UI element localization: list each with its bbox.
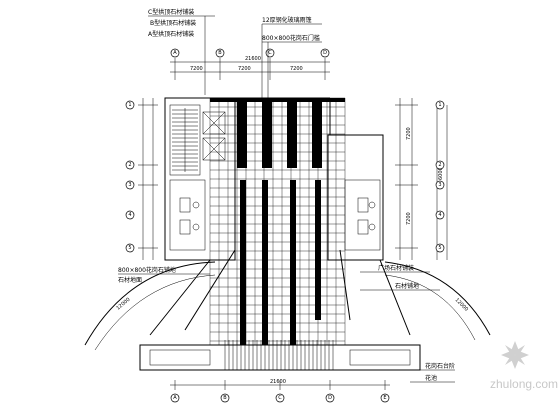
bottom-dimension-lines: 21600 — [170, 379, 390, 390]
dim-top-c: 7200 — [290, 66, 303, 72]
annotation-bottom-right-2: 花池 — [425, 374, 437, 382]
axis-bubble: D — [325, 393, 335, 403]
svg-text:E: E — [383, 395, 386, 401]
axis-bubble: 2 — [435, 160, 445, 170]
svg-text:1: 1 — [438, 102, 441, 108]
front-steps — [149, 249, 411, 336]
paving-band — [262, 180, 268, 345]
svg-text:2: 2 — [128, 162, 131, 168]
paving-band — [290, 180, 296, 345]
paving-band — [315, 180, 321, 320]
top-annotations: C型拱顶石材铺装 B型拱顶石材铺装 A型拱顶石材铺装 12厚钢化玻璃雨篷 800… — [148, 8, 322, 98]
axis-bubble: 1 — [125, 100, 135, 110]
paving-band — [287, 98, 297, 168]
svg-text:4: 4 — [438, 212, 441, 218]
axis-bubble: E — [380, 393, 390, 403]
svg-text:C: C — [268, 50, 272, 56]
restroom-right — [344, 179, 381, 251]
right-axis-bubbles: 1 2 3 4 5 — [435, 100, 445, 253]
axis-bubble: 3 — [435, 180, 445, 190]
dim-side-c: 7200 — [406, 212, 412, 225]
svg-text:3: 3 — [128, 182, 131, 188]
paving-grid — [209, 97, 346, 345]
axis-bubble: B — [220, 393, 230, 403]
annotation-bottom-left-2: 石材地面 — [118, 276, 142, 284]
svg-text:1: 1 — [128, 102, 131, 108]
watermark-logo — [501, 341, 529, 369]
svg-text:5: 5 — [128, 245, 131, 251]
dim-top-b: 7200 — [238, 66, 251, 72]
axis-bubble: 4 — [125, 210, 135, 220]
svg-text:B: B — [223, 395, 227, 401]
annotation-top-center-2: 800×800花岗石门槛 — [262, 34, 320, 42]
axis-bubble: A — [170, 48, 180, 58]
annotation-bottom-right-1: 花岗石台阶 — [425, 362, 455, 370]
axis-bubble: C — [265, 48, 275, 58]
svg-text:B: B — [218, 50, 222, 56]
left-dimension-lines — [138, 98, 158, 260]
svg-text:D: D — [328, 395, 332, 401]
annotation-top-left-2: B型拱顶石材铺装 — [150, 19, 196, 27]
paving-band — [210, 98, 345, 102]
restroom-left — [169, 179, 206, 251]
paving-band — [262, 98, 272, 168]
dim-arc-1: 12000 — [115, 297, 131, 312]
svg-text:D: D — [323, 50, 327, 56]
bottom-axis-bubbles: A B C D E — [170, 393, 390, 403]
svg-text:5: 5 — [438, 245, 441, 251]
axis-bubble: 4 — [435, 210, 445, 220]
annotation-top-left-1: C型拱顶石材铺装 — [148, 8, 194, 16]
annotation-top-center-1: 12厚钢化玻璃雨篷 — [262, 16, 312, 24]
watermark-text: zhulong.com — [490, 377, 558, 391]
annotation-bottom-left-1: 800×800花岗石铺地 — [118, 266, 176, 274]
dim-side-b: 6000 — [438, 167, 444, 180]
paving-band — [240, 180, 246, 345]
svg-text:A: A — [173, 50, 177, 56]
svg-text:C: C — [278, 395, 282, 401]
axis-bubble: A — [170, 393, 180, 403]
paving-band — [312, 98, 322, 168]
right-dimension-lines: 7200 6000 7200 — [395, 98, 448, 260]
axis-bubble: D — [320, 48, 330, 58]
axis-bubble: 5 — [435, 243, 445, 253]
axis-bubble: 3 — [125, 180, 135, 190]
annotation-top-left-3: A型拱顶石材铺装 — [148, 30, 194, 38]
left-axis-bubbles: 1 2 3 4 5 — [125, 100, 135, 253]
axis-bubble: 1 — [435, 100, 445, 110]
axis-bubble: 5 — [125, 243, 135, 253]
plaza-arcs: 12000 12000 — [84, 261, 491, 351]
dim-bottom-total: 21600 — [270, 379, 286, 385]
stair-core — [169, 104, 226, 176]
dim-side-a: 7200 — [406, 127, 412, 140]
top-dimension-lines: 21600 7200 7200 7200 — [170, 56, 330, 80]
side-annotations: 800×800花岗石铺地 石材地面 广场石材铺装 石材铺地 花岗石台阶 花池 — [118, 264, 455, 383]
svg-text:3: 3 — [438, 182, 441, 188]
dim-top-a: 7200 — [190, 66, 203, 72]
entrance-podium — [139, 340, 421, 371]
svg-text:2: 2 — [438, 162, 441, 168]
axis-bubble: C — [275, 393, 285, 403]
svg-text:A: A — [173, 395, 177, 401]
axis-bubble: 2 — [125, 160, 135, 170]
annotation-right-2: 石材铺地 — [395, 282, 419, 290]
dim-arc-2: 12000 — [454, 297, 469, 312]
svg-text:4: 4 — [128, 212, 131, 218]
annotation-right-1: 广场石材铺装 — [378, 264, 414, 272]
dim-top-total: 21600 — [245, 56, 261, 62]
axis-bubble: B — [215, 48, 225, 58]
paving-band — [237, 98, 247, 168]
